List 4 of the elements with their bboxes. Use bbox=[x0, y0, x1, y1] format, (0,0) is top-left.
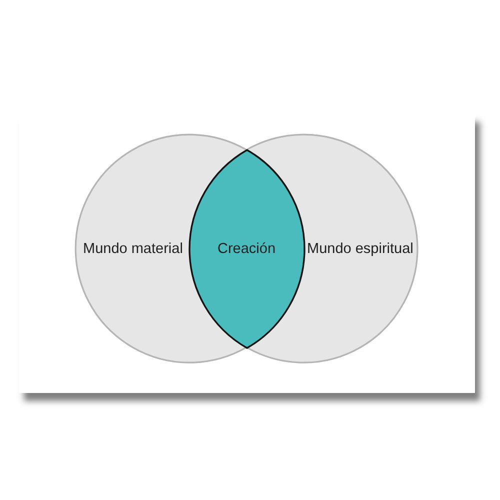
region-label: Creación bbox=[217, 240, 276, 258]
region-label: Mundo material bbox=[82, 240, 183, 258]
region-label: Mundo espiritual bbox=[307, 240, 414, 258]
intersection-lens bbox=[188, 148, 306, 350]
